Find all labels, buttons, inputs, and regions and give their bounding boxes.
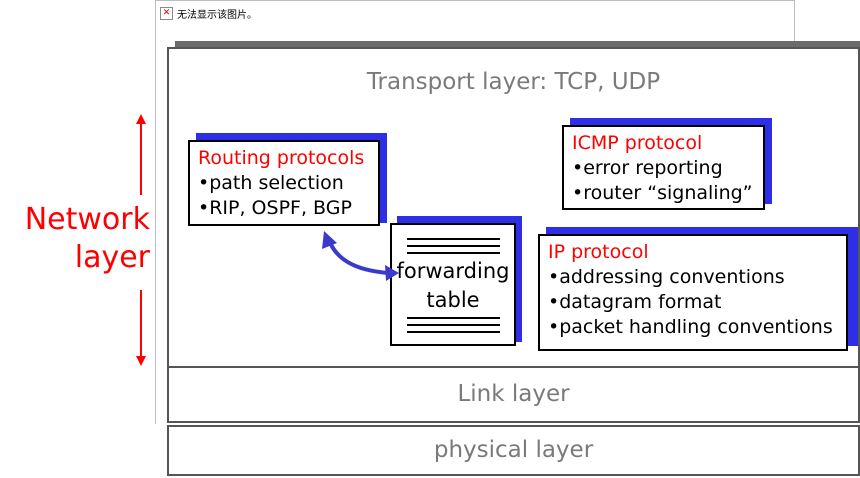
icmp-item: •router “signaling”: [572, 182, 753, 204]
down-arrowhead: [136, 356, 146, 366]
table-rule: [407, 317, 500, 319]
routing-to-forwarding-arrow: [322, 231, 399, 281]
table-rule: [407, 238, 500, 240]
ip-item: •packet handling conventions: [548, 316, 833, 338]
link-layer-label: Link layer: [457, 381, 570, 407]
arrowhead-right: [385, 265, 399, 281]
ip-item: •datagram format: [548, 291, 722, 313]
routing-item: •path selection: [198, 172, 344, 194]
forwarding-table-box: forwarding table: [390, 223, 516, 346]
frame-line-left: [155, 0, 156, 424]
up-arrowhead: [136, 114, 146, 124]
table-rule: [407, 324, 500, 326]
table-rule: [407, 245, 500, 247]
forwarding-table-label: forwarding table: [392, 257, 514, 315]
network-layer-arrows: [136, 114, 146, 366]
arrowhead-up: [322, 231, 337, 249]
physical-layer-label: physical layer: [433, 437, 594, 463]
arrow-curve: [327, 239, 391, 275]
frame-line-right: [794, 0, 795, 44]
forwarding-line1: forwarding: [396, 259, 510, 283]
network-label-line2: layer: [74, 240, 150, 275]
broken-image-icon: ✕: [160, 7, 173, 20]
link-layer-box: Link layer: [167, 366, 860, 423]
layer-shadow-top: [175, 41, 860, 50]
broken-image-text: 无法显示该图片。: [177, 10, 257, 21]
icmp-protocol-card: ICMP protocol •error reporting •router “…: [562, 125, 765, 210]
icmp-item: •error reporting: [572, 157, 723, 179]
table-rule: [407, 252, 500, 254]
ip-title: IP protocol: [548, 241, 649, 263]
physical-layer-box: physical layer: [167, 425, 860, 476]
ip-item: •addressing conventions: [548, 266, 785, 288]
frame-line-top: [155, 0, 795, 1]
table-rule: [407, 331, 500, 333]
transport-layer-label: Transport layer: TCP, UDP: [366, 69, 661, 95]
network-label-line1: Network: [24, 202, 150, 237]
routing-protocols-card: Routing protocols •path selection •RIP, …: [188, 140, 380, 226]
forwarding-line2: table: [426, 288, 480, 312]
network-layer-label: Network layer: [14, 201, 150, 277]
icmp-title: ICMP protocol: [572, 132, 703, 154]
routing-item: •RIP, OSPF, BGP: [198, 197, 352, 219]
broken-image-placeholder: ✕ 无法显示该图片。: [160, 6, 257, 21]
transport-layer-box: Transport layer: TCP, UDP: [167, 47, 860, 114]
routing-title: Routing protocols: [198, 147, 365, 169]
ip-protocol-card: IP protocol •addressing conventions •dat…: [538, 234, 848, 351]
